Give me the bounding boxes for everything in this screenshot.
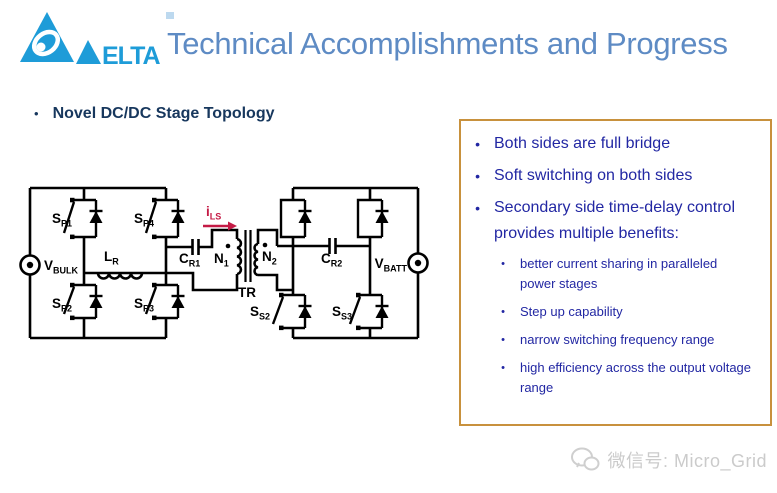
header-accent xyxy=(166,12,174,19)
sub-bullet-text: Step up capability xyxy=(520,304,623,319)
label-vbulk: VBULK xyxy=(44,258,79,276)
dcdc-circuit-diagram: iLS SP1 SP4 SP2 SP3 VBULK LR CR1 N1 N2 T… xyxy=(19,186,429,340)
watermark-text: 微信号: Micro_Grid xyxy=(607,451,767,471)
bullet-dot: • xyxy=(501,306,505,318)
topology-heading-label: Novel DC/DC Stage Topology xyxy=(52,105,275,122)
topology-heading: • Novel DC/DC Stage Topology xyxy=(34,104,275,124)
diode-icon xyxy=(171,211,185,223)
diode-icon xyxy=(298,306,312,318)
rectifier-device-s1 xyxy=(279,198,312,239)
bullet-text: Soft switching on both sides xyxy=(494,167,693,184)
switch-sp2 xyxy=(62,282,103,321)
switch-ss2 xyxy=(271,292,312,331)
benefits-box: • Both sides are full bridge • Soft swit… xyxy=(459,119,772,426)
sub-bullet-text: narrow switching frequency range xyxy=(520,332,715,347)
label-sp4: SP4 xyxy=(134,211,154,229)
switch-sp3 xyxy=(144,282,185,321)
diode-icon xyxy=(171,296,185,308)
diode-icon xyxy=(298,211,312,223)
bullet-dot: • xyxy=(475,200,480,216)
primary-rails xyxy=(28,186,166,340)
switch-sp1 xyxy=(62,197,103,240)
label-n1: N1 xyxy=(214,251,229,269)
label-cr1: CR1 xyxy=(179,251,200,269)
diode-icon xyxy=(375,306,389,318)
bullet-text: Both sides are full bridge xyxy=(494,135,671,152)
wechat-icon xyxy=(571,447,600,471)
delta-logo: ELTA xyxy=(20,12,162,70)
bullet-dot: • xyxy=(34,106,39,121)
diode-icon xyxy=(89,296,103,308)
vbatt-source-icon xyxy=(407,252,429,274)
secondary-top-lead xyxy=(256,228,370,248)
list-item: • Secondary side time-delay control prov… xyxy=(461,195,770,247)
arrow-head-icon xyxy=(228,221,237,231)
capacitor-cr2 xyxy=(328,238,337,254)
switch-ss3 xyxy=(348,292,389,331)
winding-n2 xyxy=(253,242,259,277)
sub-bullet-text: better current sharing in paralleled pow… xyxy=(520,256,718,291)
inductor-lr-coil xyxy=(96,272,144,280)
diode-icon xyxy=(89,211,103,223)
bullet-dot: • xyxy=(475,136,480,152)
bullet-dot: • xyxy=(501,362,505,374)
label-n2: N2 xyxy=(262,249,277,267)
page-title: Technical Accomplishments and Progress xyxy=(167,26,728,61)
cr1-branch xyxy=(166,228,239,249)
label-sp2: SP2 xyxy=(52,296,72,314)
winding-n1 xyxy=(236,237,243,276)
bullet-text: Secondary side time-delay control provid… xyxy=(494,199,736,242)
capacitor-cr1 xyxy=(191,239,200,255)
label-lr: LR xyxy=(104,249,119,267)
resonant-rail xyxy=(84,271,239,292)
logo-word: ELTA xyxy=(102,42,161,70)
list-item: • better current sharing in paralleled p… xyxy=(461,254,770,294)
ils-current-annotation: iLS xyxy=(203,204,237,231)
bullet-dot: • xyxy=(475,168,480,184)
sub-bullet-text: high efficiency across the output voltag… xyxy=(520,360,752,395)
list-item: • Soft switching on both sides xyxy=(461,163,770,189)
bullet-dot: • xyxy=(501,334,505,346)
rectifier-device-s4 xyxy=(356,198,389,239)
benefits-sub-list: • better current sharing in paralleled p… xyxy=(461,254,770,398)
vbulk-source-icon xyxy=(19,254,41,276)
delta-wordmark: ELTA xyxy=(76,40,162,70)
list-item: • Step up capability xyxy=(461,302,770,322)
ils-label: iLS xyxy=(206,204,221,222)
list-item: • high efficiency across the output volt… xyxy=(461,358,770,398)
label-tr: TR xyxy=(238,285,256,300)
label-ss2: SS2 xyxy=(250,304,270,322)
label-ss3: SS3 xyxy=(332,304,352,322)
label-vbatt: VBATT xyxy=(375,256,408,274)
secondary-bottom-lead xyxy=(258,273,293,292)
list-item: • Both sides are full bridge xyxy=(461,131,770,157)
transformer-core xyxy=(244,230,252,282)
diode-icon xyxy=(375,211,389,223)
bullet-dot: • xyxy=(501,258,505,270)
label-cr2: CR2 xyxy=(321,251,342,269)
label-sp1: SP1 xyxy=(52,211,72,229)
delta-triangle-icon xyxy=(20,12,74,62)
circuit-wires xyxy=(28,186,420,340)
switch-sp4 xyxy=(144,197,185,240)
n2-polarity-dot xyxy=(262,242,268,248)
wechat-watermark: 微信号: Micro_Grid xyxy=(570,447,767,473)
label-sp3: SP3 xyxy=(134,296,154,314)
list-item: • narrow switching frequency range xyxy=(461,330,770,350)
secondary-rails xyxy=(293,186,418,340)
n1-polarity-dot xyxy=(225,243,231,249)
